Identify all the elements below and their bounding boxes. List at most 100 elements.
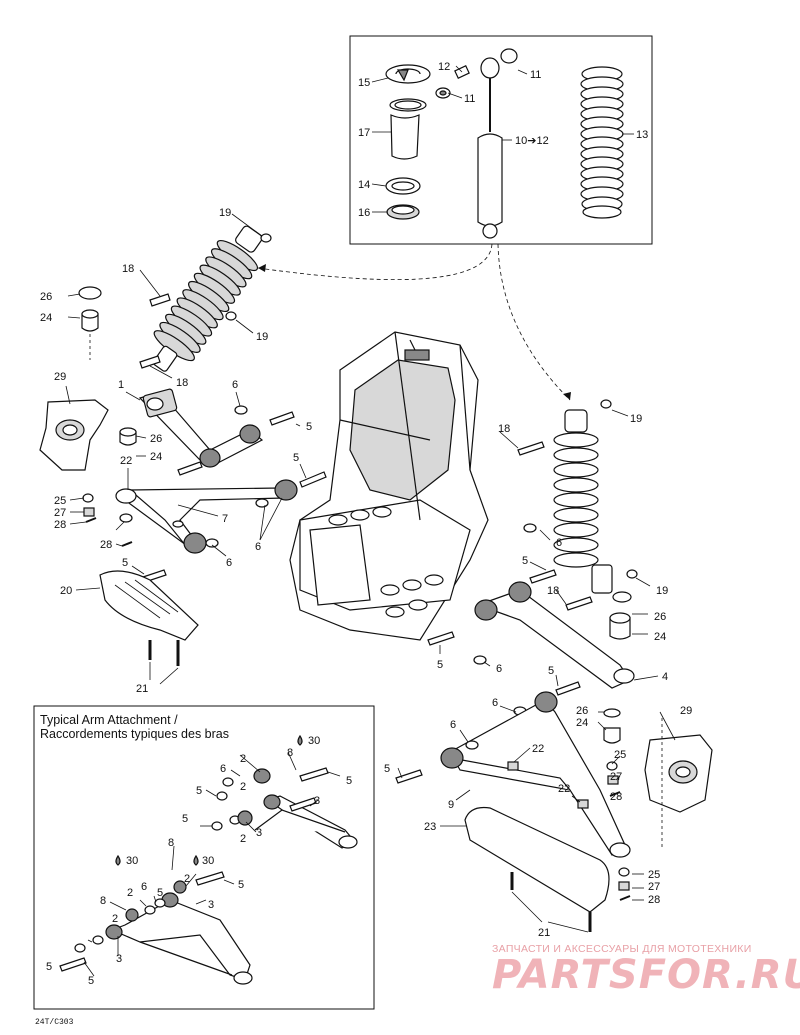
drawing-code: 24T/C303	[35, 1018, 74, 1027]
left-knuckle-part	[39, 399, 109, 471]
inset-callout-2: 2	[184, 873, 190, 885]
callout-19: 19	[219, 207, 231, 219]
inset-callout-30: 30	[126, 855, 138, 867]
callout-18: 18	[176, 377, 188, 389]
inset-callout-8: 8	[100, 895, 106, 907]
callout-17: 17	[358, 127, 370, 139]
inset-title-fr: Raccordements typiques des bras	[40, 727, 229, 741]
callout-5: 5	[437, 659, 443, 671]
callout-9: 9	[448, 799, 454, 811]
watermark-tagline: ЗАПЧАСТИ И АКСЕССУАРЫ ДЛЯ МОТОТЕХНИКИ	[492, 943, 752, 955]
inset-callout-3: 3	[314, 795, 320, 807]
inset-callout-8: 8	[168, 837, 174, 849]
callout-6: 6	[556, 537, 562, 549]
callout-6: 6	[450, 719, 456, 731]
inset-arm-drawing	[59, 734, 358, 985]
callout-28: 28	[610, 791, 622, 803]
inset-callout-8: 8	[287, 747, 293, 759]
callout-1: 1	[118, 379, 124, 391]
callout-24: 24	[40, 312, 52, 324]
callout-18: 18	[547, 585, 559, 597]
inset-callout-3: 3	[116, 953, 122, 965]
callout-5: 5	[306, 421, 312, 433]
callout-27: 27	[54, 507, 66, 519]
inset-title: Typical Arm Attachment / Raccordements t…	[40, 713, 229, 741]
inset-callout-5: 5	[157, 887, 163, 899]
shock-detail-group	[349, 35, 653, 245]
callout-22: 22	[120, 455, 132, 467]
callout-24: 24	[654, 631, 666, 643]
callout-25: 25	[54, 495, 66, 507]
callout-7: 7	[222, 513, 228, 525]
inset-callout-6: 6	[220, 763, 226, 775]
callout-23: 23	[424, 821, 436, 833]
left-shock-assembly	[152, 225, 263, 372]
callout-5: 5	[122, 557, 128, 569]
inset-callout-5: 5	[182, 813, 188, 825]
inset-callout-3: 3	[256, 827, 262, 839]
callout-5: 5	[384, 763, 390, 775]
spring-part	[580, 66, 624, 219]
callout-6: 6	[492, 697, 498, 709]
inset-callout-30: 30	[202, 855, 214, 867]
callout-18: 18	[498, 423, 510, 435]
right-knuckle-part	[644, 734, 713, 813]
callout-28: 28	[648, 894, 660, 906]
callout-10-12: 10➔12	[515, 135, 549, 147]
inset-callout-5: 5	[46, 961, 52, 973]
callout-11: 11	[464, 93, 475, 105]
callout-26: 26	[654, 611, 666, 623]
callout-16: 16	[358, 207, 370, 219]
callout-6: 6	[496, 663, 502, 675]
callout-24: 24	[150, 451, 162, 463]
callout-6: 6	[255, 541, 261, 553]
callout-28: 28	[54, 519, 66, 531]
frame-part	[289, 331, 489, 641]
callout-26: 26	[40, 291, 52, 303]
callout-5: 5	[548, 665, 554, 677]
callout-5: 5	[293, 452, 299, 464]
callout-29: 29	[54, 371, 66, 383]
callout-25: 25	[648, 869, 660, 881]
inset-callout-5: 5	[88, 975, 94, 987]
callout-12: 12	[438, 61, 450, 73]
inset-callout-30: 30	[308, 735, 320, 747]
callout-21: 21	[136, 683, 148, 695]
leader-lines	[65, 213, 676, 933]
callout-26: 26	[576, 705, 588, 717]
left-lower-arm-part	[115, 487, 285, 549]
callout-5: 5	[522, 555, 528, 567]
callout-19: 19	[256, 331, 268, 343]
callout-25: 25	[614, 749, 626, 761]
inset-callout-5: 5	[196, 785, 202, 797]
callout-24: 24	[576, 717, 588, 729]
inset-callout-2: 2	[240, 781, 246, 793]
sleeve-part	[390, 114, 420, 160]
callout-22: 22	[532, 743, 544, 755]
inset-callout-2: 2	[240, 753, 246, 765]
inset-callout-6: 6	[141, 881, 147, 893]
inset-callout-2: 2	[240, 833, 246, 845]
left-skid-plate-part	[99, 570, 199, 641]
inset-callout-5: 5	[238, 879, 244, 891]
inset-callout-2: 2	[112, 913, 118, 925]
callout-27: 27	[610, 771, 622, 783]
shock-detail-box	[349, 35, 653, 245]
inset-box	[33, 705, 375, 1010]
callout-6: 6	[232, 379, 238, 391]
callout-18: 18	[122, 263, 134, 275]
split-washer-part	[385, 64, 431, 84]
inset-callout-3: 3	[208, 899, 214, 911]
callout-15: 15	[358, 77, 370, 89]
callout-20: 20	[60, 585, 72, 597]
callout-19: 19	[656, 585, 668, 597]
callout-22: 22	[558, 783, 570, 795]
callout-27: 27	[648, 881, 660, 893]
callout-6: 6	[226, 557, 232, 569]
callout-28: 28	[100, 539, 112, 551]
inset-title-en: Typical Arm Attachment /	[40, 713, 178, 727]
callout-19: 19	[630, 413, 642, 425]
inset-callout-5: 5	[346, 775, 352, 787]
callout-26: 26	[150, 433, 162, 445]
